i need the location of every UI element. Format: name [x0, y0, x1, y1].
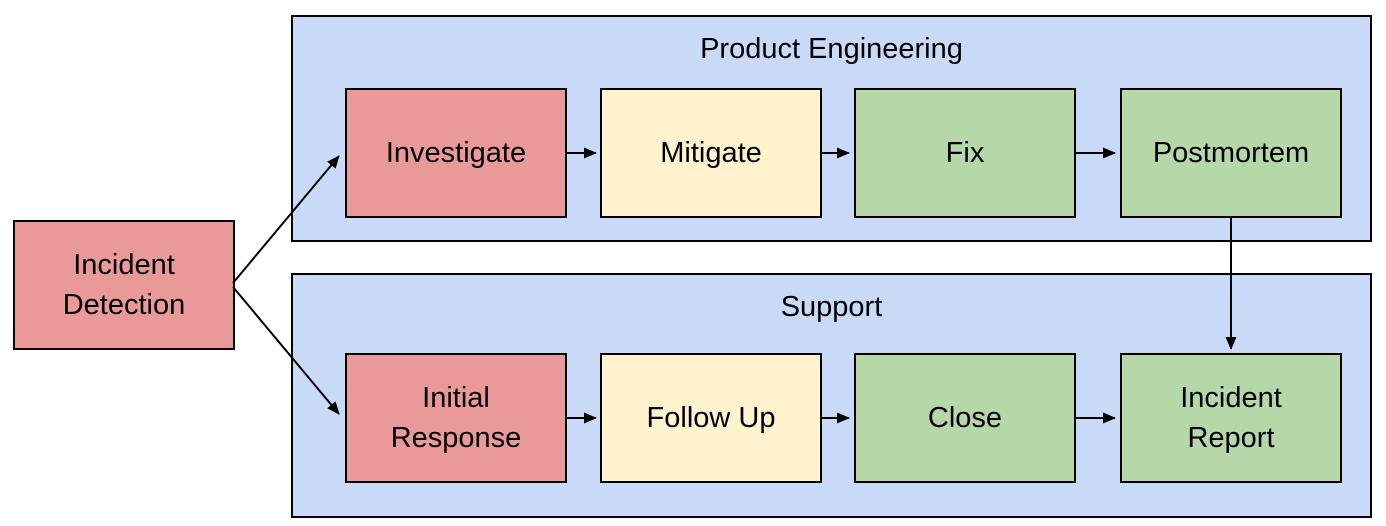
node-follow-up: Follow Up [600, 353, 822, 483]
node-mitigate: Mitigate [600, 88, 822, 218]
node-incident-report: Incident Report [1120, 353, 1342, 483]
lane-product-engineering: Product Engineering Investigate Mitigate… [291, 15, 1372, 242]
lane-title-product-engineering: Product Engineering [700, 33, 963, 65]
lane-title-support: Support [780, 291, 883, 323]
node-fix: Fix [854, 88, 1076, 218]
lane-support: Support Initial Response Follow Up Close… [291, 273, 1372, 518]
node-initial-response: Initial Response [345, 353, 567, 483]
node-postmortem: Postmortem [1120, 88, 1342, 218]
node-close: Close [854, 353, 1076, 483]
node-investigate: Investigate [345, 88, 567, 218]
node-incident-detection: Incident Detection [13, 220, 235, 350]
